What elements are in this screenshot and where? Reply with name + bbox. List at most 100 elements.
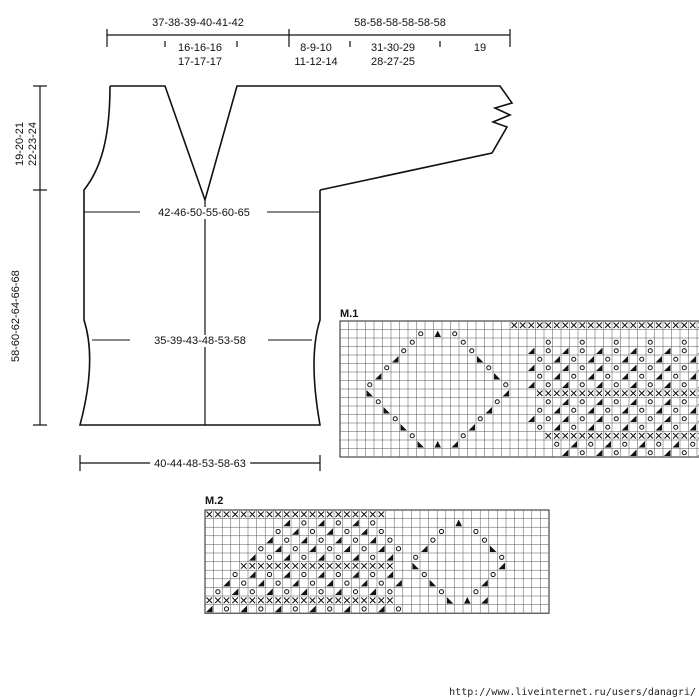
m2-cross-symbol <box>274 562 282 570</box>
m1-cross-symbol <box>553 390 560 397</box>
m1-cross-symbol <box>562 432 569 439</box>
m1-cross-symbol <box>511 322 518 329</box>
m2-yarn-over-symbol <box>352 537 359 543</box>
m2-left-decrease-symbol <box>386 571 394 578</box>
m2-left-decrease-symbol <box>231 588 239 595</box>
m1-yarn-over-symbol <box>681 382 687 388</box>
m1-chart-grid <box>339 320 699 458</box>
m2-cross-symbol <box>378 597 385 604</box>
m2-cross-symbol <box>300 597 308 604</box>
m1-cross-symbol <box>638 432 645 439</box>
m2-left-decrease-symbol <box>335 536 342 544</box>
m2-yarn-over-symbol <box>387 537 393 543</box>
m1-right-decrease-symbol <box>383 407 390 414</box>
m1-cross-symbol <box>689 322 696 329</box>
m2-yarn-over-symbol <box>387 589 393 595</box>
m2-yarn-over-symbol <box>370 520 376 526</box>
m2-cross-symbol <box>240 511 247 518</box>
m1-cross-symbol <box>536 390 543 397</box>
m1-left-decrease-symbol <box>596 364 603 371</box>
m1-left-decrease-symbol <box>664 364 671 371</box>
m2-yarn-over-symbol <box>344 580 350 586</box>
m2-left-decrease-symbol <box>421 545 428 552</box>
m1-left-decrease-symbol <box>570 441 577 448</box>
m1-cross-symbol <box>604 432 611 439</box>
m2-yarn-over-symbol <box>318 589 324 595</box>
m2-cross-symbol <box>317 562 325 570</box>
m2-cross-symbol <box>266 597 273 604</box>
m2-yarn-over-symbol <box>266 571 273 578</box>
m2-cross-symbol <box>309 511 316 518</box>
m1-yarn-over-symbol <box>579 399 585 405</box>
m1-left-decrease-symbol <box>553 356 560 363</box>
m2-left-decrease-symbol <box>498 562 505 570</box>
m1-left-decrease-symbol <box>664 381 671 388</box>
m1-left-decrease-symbol <box>630 449 637 456</box>
m1-cross-symbol <box>621 432 628 439</box>
m1-yarn-over-symbol <box>486 365 492 371</box>
m2-yarn-over-symbol <box>266 554 273 560</box>
m1-cross-symbol <box>621 390 628 397</box>
m1-left-decrease-symbol <box>553 424 560 431</box>
m1-cross-symbol <box>672 432 679 439</box>
m1-left-decrease-symbol <box>621 356 628 363</box>
m1-left-decrease-symbol <box>672 441 679 448</box>
m2-yarn-over-symbol <box>309 580 316 586</box>
m1-yarn-over-symbol <box>545 382 551 388</box>
m2-left-decrease-symbol <box>317 554 325 561</box>
m1-right-decrease-symbol <box>400 424 407 431</box>
m1-yarn-over-symbol <box>681 348 687 354</box>
m1-right-decrease-symbol <box>477 356 484 363</box>
m2-cross-symbol <box>300 562 308 570</box>
m2-cross-symbol <box>360 562 368 570</box>
total-length: 58-60-62-64-66-68 <box>10 270 22 362</box>
waist-width: 35-39-43-48-53-58 <box>152 335 248 347</box>
m1-left-decrease-symbol <box>689 424 696 431</box>
m1-left-decrease-symbol <box>664 398 671 405</box>
m2-left-decrease-symbol <box>378 605 385 613</box>
m2-yarn-over-symbol <box>490 571 496 578</box>
m2-left-decrease-symbol <box>309 605 316 613</box>
m2-cross-symbol <box>343 597 351 604</box>
m1-left-decrease-symbol <box>562 415 569 422</box>
m2-left-decrease-symbol <box>317 571 325 578</box>
m1-yarn-over-symbol <box>460 339 466 345</box>
m1-yarn-over-symbol <box>545 339 551 345</box>
m2-yarn-over-symbol <box>370 571 376 578</box>
m1-cross-symbol <box>579 390 586 397</box>
m2-left-decrease-symbol <box>249 554 256 561</box>
m2-cross-symbol <box>317 597 325 604</box>
garment-outline <box>78 85 514 426</box>
m2-left-decrease-symbol <box>352 554 359 561</box>
m2-yarn-over-symbol <box>258 546 264 552</box>
m2-cross-symbol <box>369 562 376 570</box>
m1-yarn-over-symbol <box>537 373 543 379</box>
m1-cross-symbol <box>681 432 688 439</box>
m2-left-decrease-symbol <box>378 545 385 552</box>
m2-yarn-over-symbol <box>309 528 316 535</box>
m2-yarn-over-symbol <box>284 537 290 543</box>
m1-left-decrease-symbol <box>630 347 637 354</box>
m2-yarn-over-symbol <box>232 571 238 578</box>
m1-cross-symbol <box>613 390 620 397</box>
m2-cross-symbol <box>326 562 333 570</box>
m2-left-decrease-symbol <box>343 545 351 552</box>
m1-yarn-over-symbol <box>579 416 585 422</box>
m1-left-decrease-symbol <box>596 347 603 354</box>
m1-yarn-over-symbol <box>579 339 585 345</box>
m2-left-decrease-symbol <box>326 579 333 587</box>
m1-yarn-over-symbol <box>613 450 619 456</box>
m1-yarn-over-symbol <box>613 339 619 345</box>
m1-cross-symbol <box>638 322 645 329</box>
m1-cross-symbol <box>630 390 637 397</box>
m2-cross-symbol <box>343 562 351 570</box>
m1-yarn-over-symbol <box>571 424 577 430</box>
m1-cross-symbol <box>681 390 688 397</box>
m2-title: M.2 <box>205 495 224 507</box>
m2-cross-symbol <box>369 511 376 518</box>
m2-cross-symbol <box>326 511 333 518</box>
m2-left-decrease-symbol <box>317 519 325 527</box>
m2-yarn-over-symbol <box>378 580 384 586</box>
m2-right-decrease-symbol <box>489 545 497 552</box>
m1-left-decrease-symbol <box>562 347 569 354</box>
